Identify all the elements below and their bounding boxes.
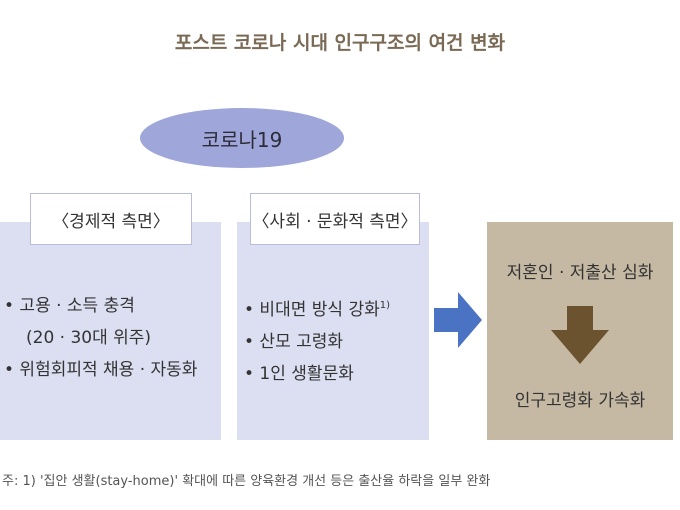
social-panel [237, 222, 429, 440]
economic-panel [0, 222, 221, 440]
economic-list: • 고용 · 소득 충격 (20 · 30대 위주) • 위험회피적 채용 · … [4, 290, 197, 386]
covid19-node: 코로나19 [140, 108, 344, 168]
list-item: • 비대면 방식 강화1) [244, 290, 390, 326]
down-arrow-icon [551, 306, 609, 364]
footnote-marker: 1) [379, 300, 390, 311]
footnote: 주: 1) '집안 생활(stay-home)' 확대에 따른 양육환경 개선 … [2, 474, 491, 489]
result-top-text: 저혼인 · 저출산 심화 [506, 263, 654, 283]
list-item: • 산모 고령화 [244, 332, 344, 352]
list-item-text: • 비대면 방식 강화 [244, 300, 380, 320]
result-bottom-text: 인구고령화 가속화 [514, 391, 646, 411]
social-list: • 비대면 방식 강화1) • 산모 고령화 • 1인 생활문화 [244, 290, 390, 390]
list-item: • 위험회피적 채용 · 자동화 [4, 360, 198, 380]
list-item: • 고용 · 소득 충격 [4, 296, 135, 316]
diagram-title: 포스트 코로나 시대 인구구조의 여건 변화 [174, 32, 506, 54]
list-item: (20 · 30대 위주) [26, 328, 152, 348]
economic-header: 〈경제적 측면〉 [30, 193, 192, 245]
right-arrow-icon [434, 292, 482, 348]
covid19-label: 코로나19 [201, 127, 283, 152]
social-header: 〈사회 · 문화적 측면〉 [250, 193, 420, 245]
list-item: • 1인 생활문화 [244, 364, 354, 384]
result-box: 저혼인 · 저출산 심화 인구고령화 가속화 [487, 222, 673, 440]
